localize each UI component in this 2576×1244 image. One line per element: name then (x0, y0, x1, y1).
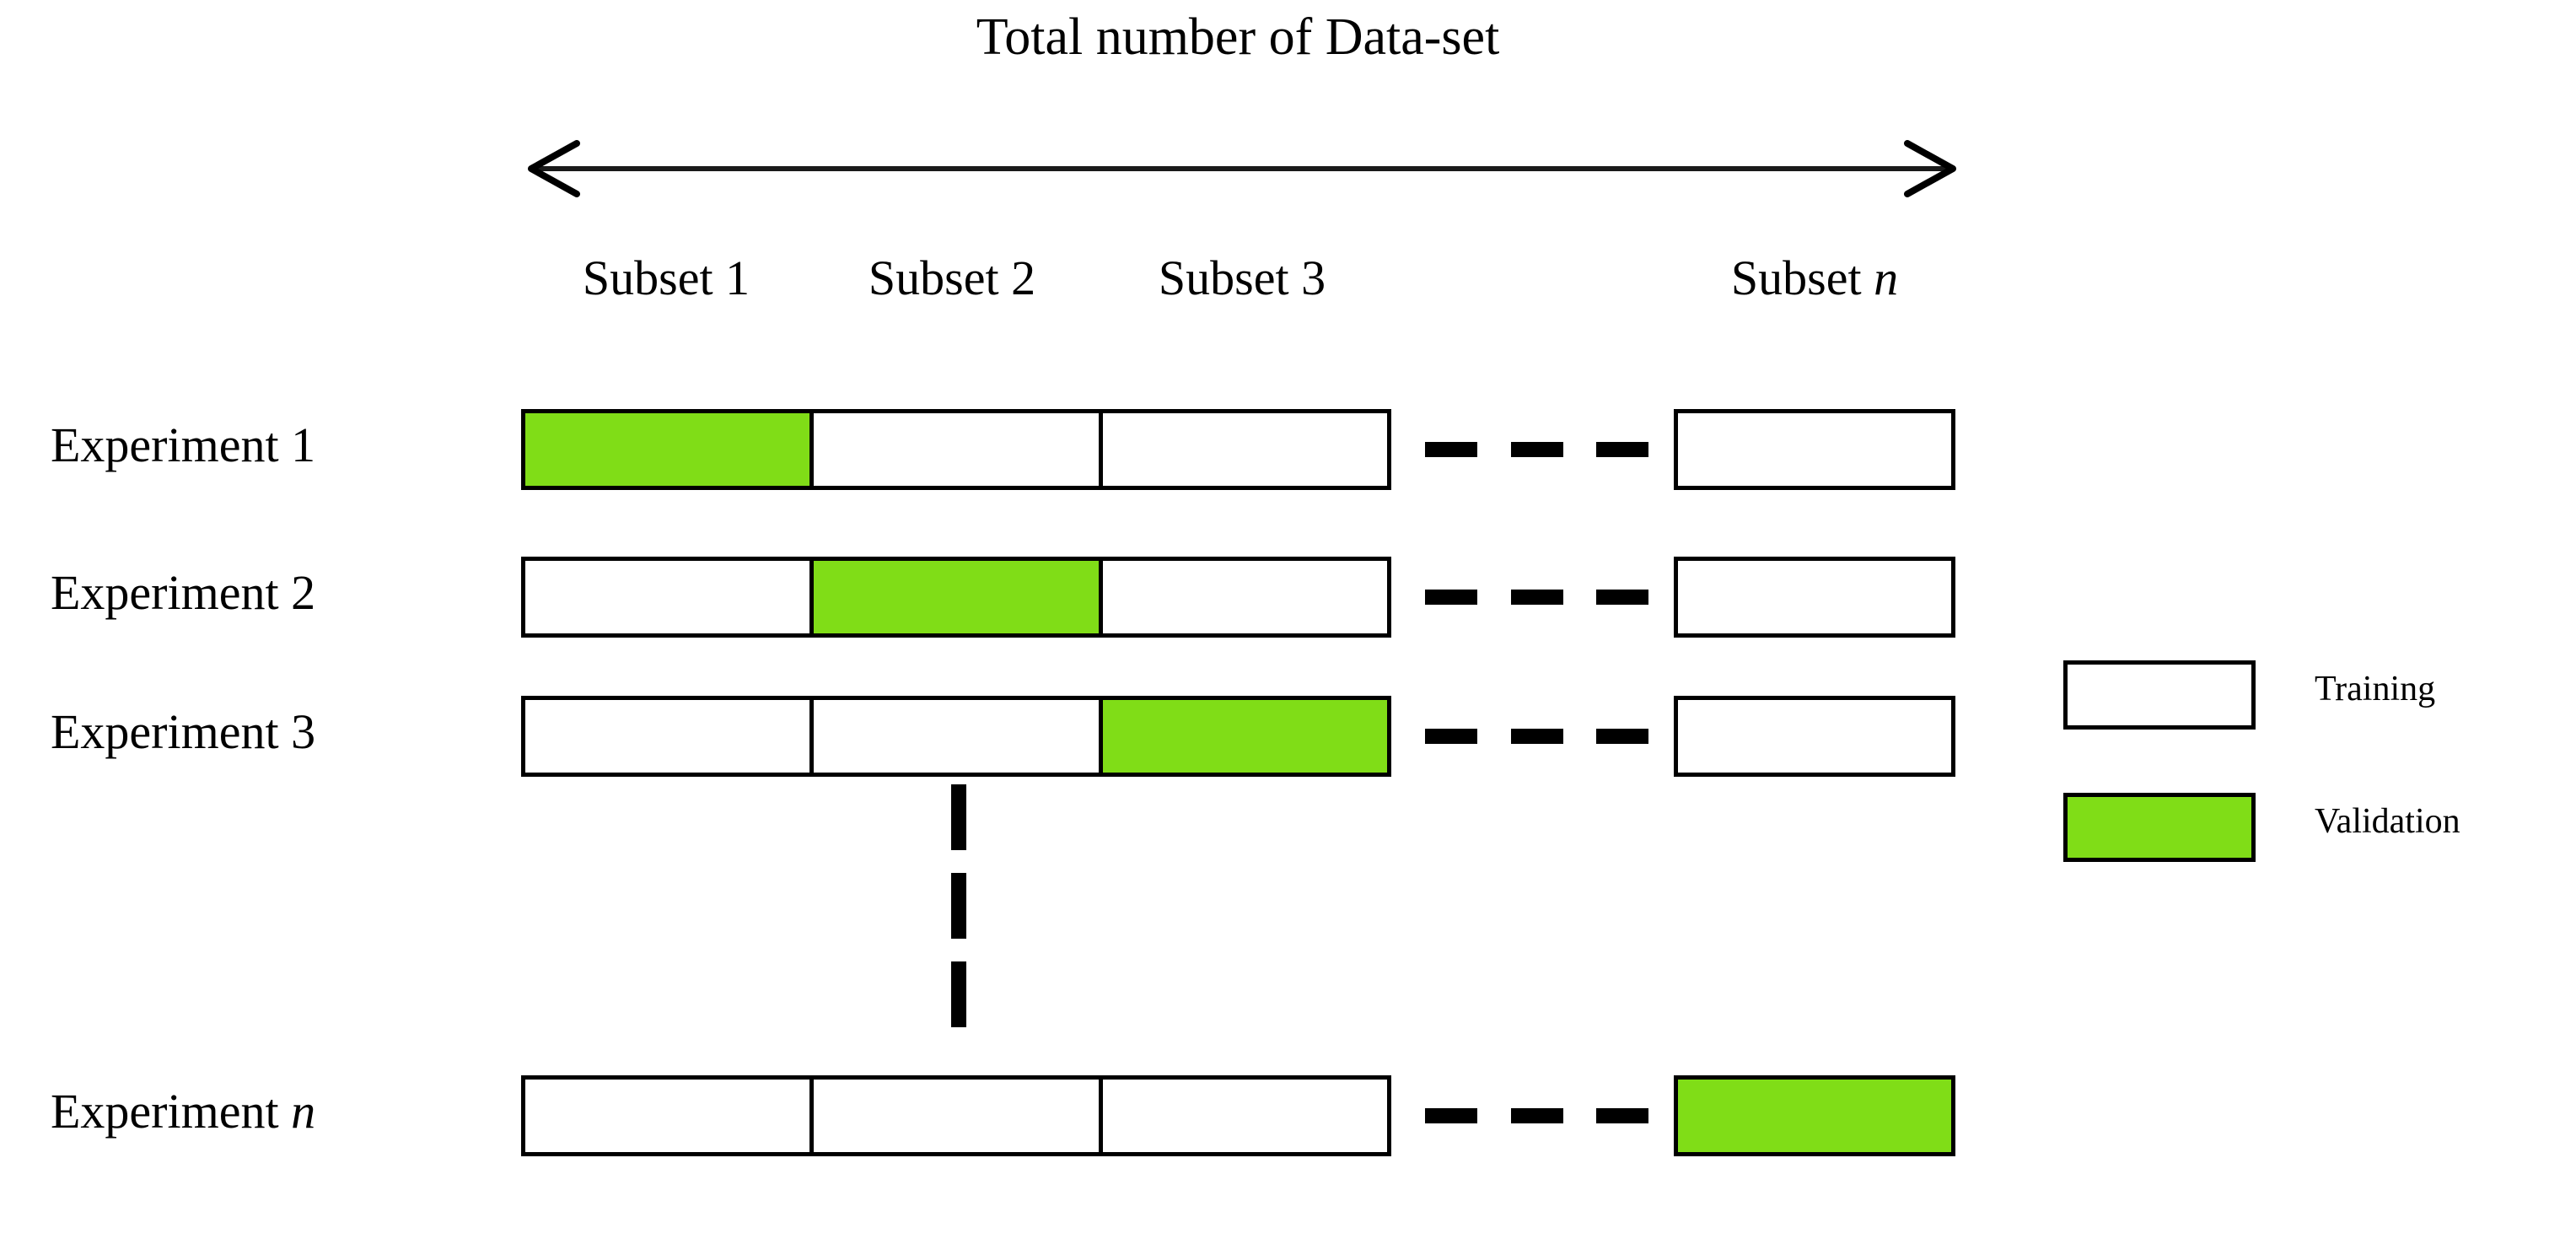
dash-segment (1596, 590, 1648, 605)
subset-header-n: Subset n (1674, 250, 1955, 305)
row-label-experiment-1: Experiment 1 (51, 417, 489, 472)
dash-segment (1425, 442, 1477, 457)
subset-header-n-italic: n (1874, 250, 1899, 305)
dash-segment (1510, 442, 1563, 457)
cell-exp2-subset2[interactable] (814, 561, 1103, 633)
subset-header-2-label: Subset 2 (868, 250, 1036, 305)
dash-segment (1425, 1108, 1477, 1123)
cell-exp2-subsetn[interactable] (1674, 557, 1955, 638)
dash-segment (1596, 1108, 1648, 1123)
cell-exp1-subsetn[interactable] (1674, 409, 1955, 490)
row-label-experiment-2-text: Experiment 2 (51, 565, 316, 620)
row-label-experiment-n: Experiment n (51, 1084, 489, 1139)
dash-segment (1596, 442, 1648, 457)
cell-expn-subset3[interactable] (1102, 1080, 1387, 1152)
cell-exp2-subset3[interactable] (1102, 561, 1387, 633)
cell-exp1-subset2[interactable] (814, 413, 1103, 486)
subset-header-1-label: Subset 1 (582, 250, 750, 305)
cell-exp3-subset1[interactable] (525, 700, 815, 773)
row-label-experiment-n-text: Experiment (51, 1084, 292, 1139)
row-ellipsis-icon-3 (1425, 729, 1648, 744)
dash-segment (1510, 729, 1563, 744)
row-ellipsis-icon-n (1425, 1108, 1648, 1123)
cell-expn-subset1[interactable] (525, 1080, 815, 1152)
dash-segment (1425, 590, 1477, 605)
legend-label-training: Training (2315, 670, 2436, 708)
row-label-experiment-2: Experiment 2 (51, 565, 489, 620)
dash-segment (951, 784, 966, 850)
dataset-span-arrow-icon (521, 135, 1963, 202)
table-row (521, 557, 1391, 638)
row-label-experiment-1-text: Experiment 1 (51, 417, 316, 472)
subset-header-3: Subset 3 (1093, 250, 1391, 305)
row-ellipsis-icon-2 (1425, 590, 1648, 605)
cell-expn-subsetn[interactable] (1674, 1075, 1955, 1156)
legend-label-validation: Validation (2315, 802, 2460, 841)
cell-exp1-subset1[interactable] (525, 413, 815, 486)
cell-exp1-subset3[interactable] (1102, 413, 1387, 486)
subset-header-n-label: Subset (1730, 250, 1874, 305)
dash-segment (1510, 1108, 1563, 1123)
cell-exp3-subset3[interactable] (1102, 700, 1387, 773)
row-label-experiment-n-italic: n (291, 1084, 316, 1139)
page-title: Total number of Data-set (976, 8, 1500, 66)
row-label-experiment-3: Experiment 3 (51, 704, 489, 759)
dash-segment (1596, 729, 1648, 744)
row-label-experiment-3-text: Experiment 3 (51, 704, 316, 759)
row-ellipsis-icon-1 (1425, 442, 1648, 457)
cell-exp3-subset2[interactable] (814, 700, 1103, 773)
subset-header-3-label: Subset 3 (1158, 250, 1326, 305)
cell-exp2-subset1[interactable] (525, 561, 815, 633)
dash-segment (1425, 729, 1477, 744)
dash-segment (951, 873, 966, 939)
cell-expn-subset2[interactable] (814, 1080, 1103, 1152)
cell-exp3-subsetn[interactable] (1674, 696, 1955, 777)
subset-header-2: Subset 2 (811, 250, 1093, 305)
dash-segment (951, 961, 966, 1027)
vertical-ellipsis-icon (951, 784, 966, 1027)
subset-header-1: Subset 1 (521, 250, 811, 305)
legend-swatch-training (2063, 660, 2256, 730)
table-row (521, 1075, 1391, 1156)
dash-segment (1510, 590, 1563, 605)
table-row (521, 409, 1391, 490)
legend-swatch-validation (2063, 793, 2256, 862)
table-row (521, 696, 1391, 777)
